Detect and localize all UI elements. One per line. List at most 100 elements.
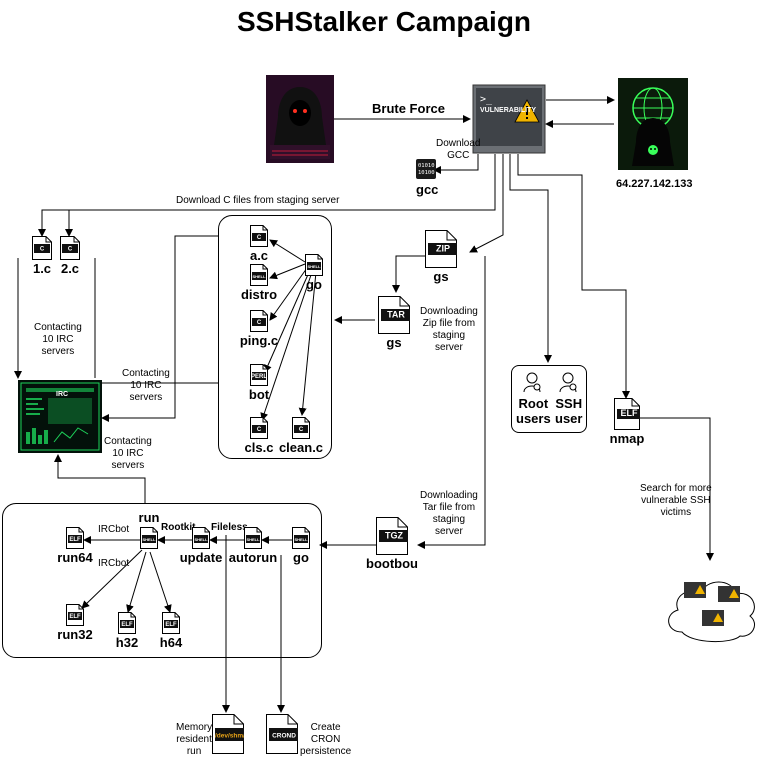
file-icon: C	[250, 225, 268, 247]
download-c-files-note: Download C files from staging server	[176, 195, 340, 206]
file-icon: SHELL	[140, 527, 158, 549]
file-label: gs	[433, 269, 449, 284]
file-devshm: /dev/shm/	[212, 714, 244, 754]
file-type-tag: CROND	[272, 732, 296, 739]
file-label: run	[138, 510, 160, 525]
file-label: 2.c	[60, 261, 80, 276]
search-ssh-note: Search for more vulnerable SSH victims	[640, 483, 712, 518]
contacting-irc-note-1: Contacting 10 IRC servers	[34, 322, 82, 357]
users-box	[511, 365, 587, 433]
file-type-tag: ELF	[621, 408, 639, 418]
file-type-tag: PERL	[251, 374, 267, 380]
fileless-edge-label: Fileless	[211, 522, 248, 533]
file-label: go	[293, 550, 309, 565]
file-type-tag: C	[299, 427, 304, 433]
file-icon: C	[32, 236, 52, 260]
download-gcc-note: Download GCC	[436, 138, 481, 161]
file-label: ping.c	[239, 333, 279, 348]
file-icon: TAR	[378, 296, 410, 334]
file-icon: SHELL	[192, 527, 210, 549]
file-type-tag: C	[40, 246, 45, 252]
file-icon: ELF	[614, 398, 640, 430]
file-type-tag: ZIP	[436, 244, 450, 254]
file-type-tag: ELF	[165, 622, 177, 628]
file-type-tag: C	[257, 427, 262, 433]
file-icon: C	[292, 417, 310, 439]
file-type-tag: C	[68, 246, 73, 252]
file-label: distro	[240, 287, 278, 302]
gcc-label: gcc	[416, 182, 439, 197]
file-label: bot	[248, 387, 270, 402]
c2-ip-address: 64.227.142.133	[616, 178, 693, 190]
file-h64: ELF h64	[160, 612, 182, 650]
file-label: h64	[159, 635, 183, 650]
file-icon: C	[60, 236, 80, 260]
irc-label: IRC	[56, 391, 69, 398]
file-crond: CROND	[266, 714, 298, 754]
file-icon: SHELL	[292, 527, 310, 549]
memory-resident-note: Memory resident run	[176, 722, 213, 757]
file-type-tag: TGZ	[385, 531, 403, 541]
cron-persistence-note: Create CRON persistence	[300, 722, 352, 757]
ircbot-edge-label-2: IRCbot	[98, 558, 130, 569]
file-label: run64	[57, 550, 93, 565]
file-icon: SHELL	[305, 254, 323, 276]
file-label: autorun	[228, 550, 278, 565]
file-zip: ZIP gs	[425, 230, 457, 284]
hacker-image	[266, 75, 334, 163]
file-type-tag: SHELL	[252, 274, 266, 279]
file-icon: TGZ	[376, 517, 408, 555]
file-icon: ELF	[162, 612, 180, 634]
file-type-tag: SHELL	[142, 537, 156, 542]
root-user-icon	[523, 372, 541, 397]
contacting-irc-note-2: Contacting 10 IRC servers	[122, 368, 170, 403]
file-type-tag: /dev/shm/	[215, 732, 244, 739]
svg-text:>_: >_	[480, 94, 493, 105]
file-tgz: TGZ bootbou	[366, 517, 418, 571]
file-label: 1.c	[32, 261, 52, 276]
ssh-user-icon	[559, 372, 577, 397]
file-type-tag: SHELL	[294, 537, 308, 542]
vulnerability-badge: VULNERABILITY	[480, 107, 536, 114]
ircbot-edge-label-1: IRCbot	[98, 524, 130, 535]
file-type-tag: ELF	[69, 614, 81, 620]
irc-panel-image: IRC	[18, 380, 102, 453]
file-icon: SHELL	[244, 527, 262, 549]
vulnerability-card: >_ VULNERABILITY	[472, 84, 546, 154]
svg-text:10100: 10100	[418, 170, 435, 176]
file-icon: ELF	[66, 604, 84, 626]
ssh-user-label: SSH user	[555, 396, 583, 426]
file-icon: SHELL	[250, 264, 268, 286]
page-title: SSHStalker Campaign	[236, 6, 532, 37]
file-type-tag: SHELL	[194, 537, 208, 542]
file-label: bootbou	[366, 556, 418, 571]
file-icon: PERL	[250, 364, 268, 386]
lower-payload-box	[2, 503, 322, 658]
brute-force-label: Brute Force	[372, 101, 445, 116]
file-label: cls.c	[244, 440, 274, 455]
file-type-tag: TAR	[387, 310, 405, 320]
file-label: a.c	[249, 248, 269, 263]
file-c2: C 2.c	[60, 236, 80, 276]
file-icon: ZIP	[425, 230, 457, 268]
download-tar-note: Downloading Tar file from staging server	[420, 490, 478, 537]
file-icon: C	[250, 310, 268, 332]
file-type-tag: C	[257, 235, 262, 241]
file-label: h32	[115, 635, 139, 650]
victims-cloud	[662, 562, 762, 646]
file-label: go	[306, 277, 322, 292]
file-run64: ELF run64	[57, 527, 93, 565]
file-type-tag: ELF	[69, 537, 81, 543]
file-run: SHELL run	[139, 510, 159, 549]
file-icon: CROND	[266, 714, 298, 754]
